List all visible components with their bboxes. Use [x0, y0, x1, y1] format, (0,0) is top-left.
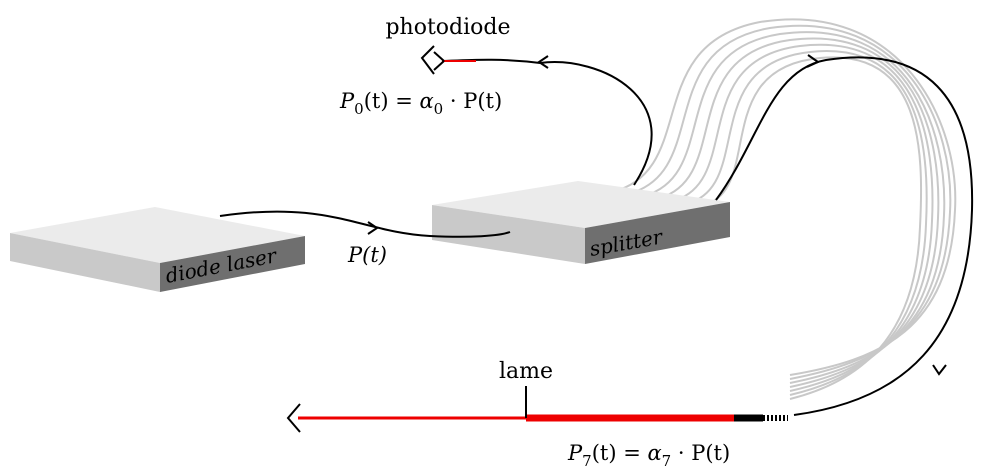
splitter-front — [432, 205, 585, 264]
fiber-splitter-to-photodiode — [442, 58, 653, 186]
photodiode-label: photodiode — [385, 15, 510, 40]
p7-formula: P7(t) = α7 · P(t) — [567, 441, 730, 468]
fiber-splitter-to-lame — [715, 56, 974, 416]
diode-laser-box: diode laser — [10, 207, 305, 292]
lame-detector-icon — [286, 403, 301, 433]
splitter-fiber-bundle — [611, 18, 957, 400]
splitter-top — [432, 181, 730, 228]
arrow-left-icon — [537, 55, 549, 69]
photodiode-detector-stem — [433, 60, 445, 71]
diode-laser-top — [10, 207, 305, 263]
photodiode-detector-icon — [420, 45, 435, 75]
photodiode — [420, 45, 476, 75]
diode-laser-side — [160, 236, 305, 292]
lame-label: lame — [499, 359, 553, 384]
power-p-label: P(t) — [347, 243, 387, 267]
photodiode-detector-stem — [433, 51, 445, 62]
arrow-down-icon — [932, 364, 947, 376]
black-fibers — [219, 56, 974, 416]
fiber-laser-to-splitter — [219, 210, 511, 238]
splitter-side — [585, 202, 730, 264]
splitter-box: splitter — [432, 181, 730, 264]
diode-laser-front — [10, 233, 160, 292]
p0-formula: P0(t) = α0 · P(t) — [339, 89, 502, 118]
lame-fiber — [286, 386, 788, 433]
arrow-right-icon — [806, 54, 821, 68]
arrow-right-icon — [367, 221, 379, 235]
arrowheads — [367, 54, 947, 376]
